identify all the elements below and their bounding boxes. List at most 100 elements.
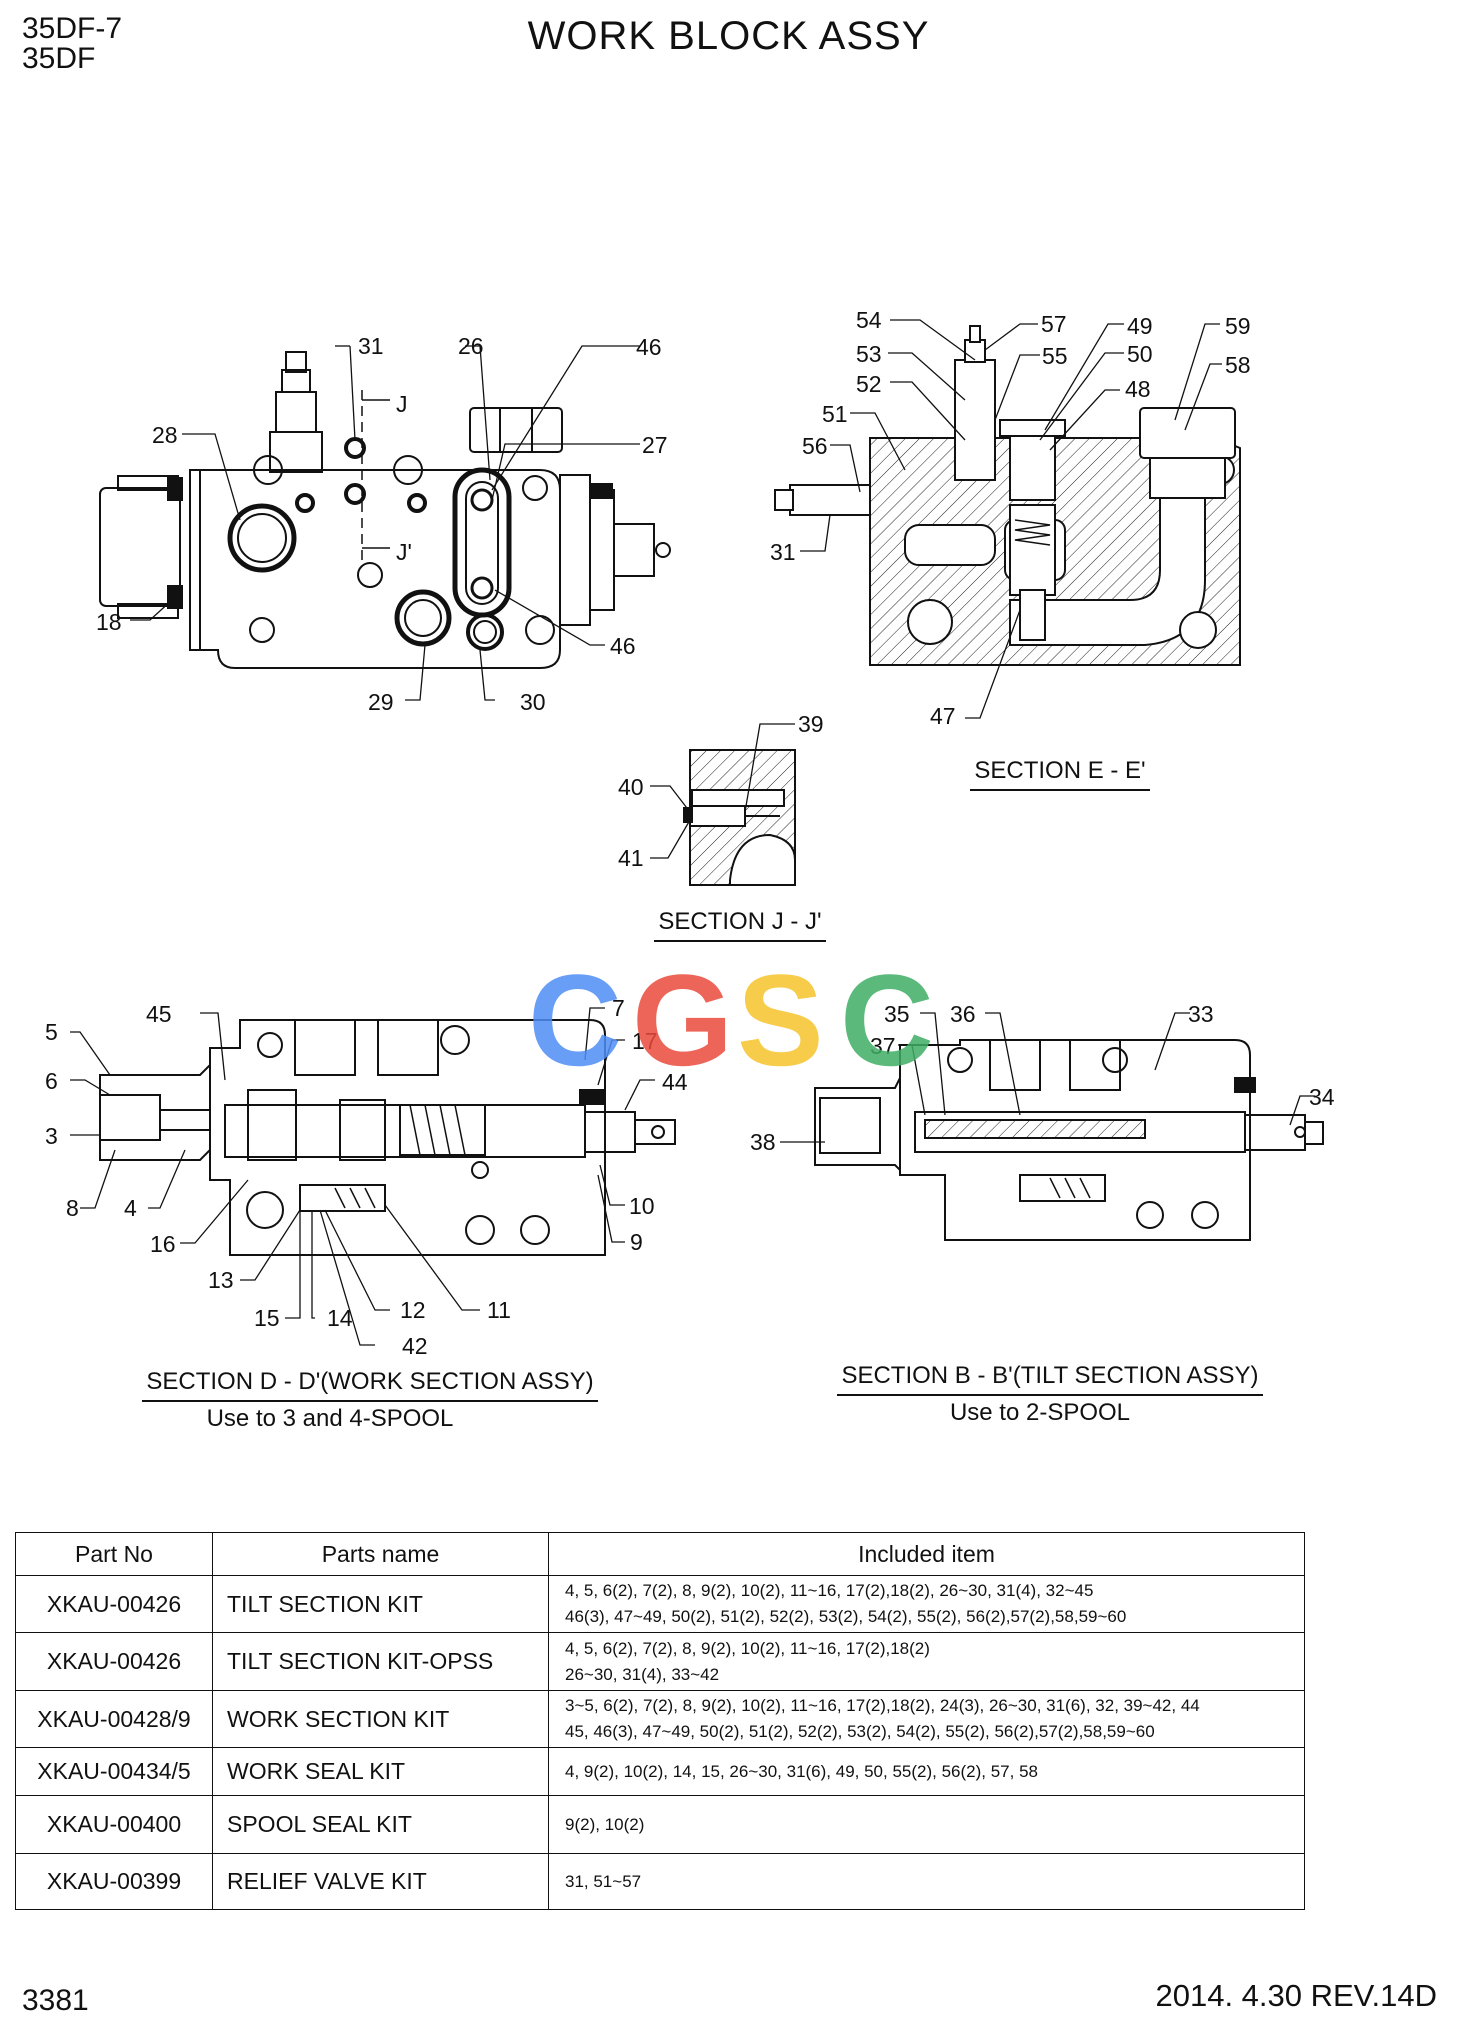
part-no-cell: XKAU-00428/9 bbox=[15, 1690, 213, 1748]
included-line: 26~30, 31(4), 33~42 bbox=[565, 1664, 720, 1684]
included-line: 31, 51~57 bbox=[565, 1871, 642, 1891]
table-row: XKAU-00426 TILT SECTION KIT-OPSS 4, 5, 6… bbox=[15, 1632, 1305, 1691]
callout-6: 6 bbox=[45, 1068, 58, 1094]
included-line: 45, 46(3), 47~49, 50(2), 51(2), 52(2), 5… bbox=[565, 1722, 1155, 1741]
callout-33: 33 bbox=[1188, 1001, 1214, 1027]
parts-name-cell: WORK SECTION KIT bbox=[212, 1690, 549, 1748]
callout-12: 12 bbox=[400, 1297, 426, 1323]
callout-3: 3 bbox=[45, 1123, 58, 1149]
parts-name-cell: TILT SECTION KIT-OPSS bbox=[212, 1632, 549, 1691]
model-label-1: 35DF-7 bbox=[22, 12, 123, 45]
callout-J-prime: J' bbox=[396, 539, 412, 565]
callout-41: 41 bbox=[618, 845, 644, 871]
callout-48: 48 bbox=[1125, 376, 1151, 402]
table-row: XKAU-00434/5 WORK SEAL KIT 4, 9(2), 10(2… bbox=[15, 1747, 1305, 1796]
included-line: 4, 5, 6(2), 7(2), 8, 9(2), 10(2), 11~16,… bbox=[565, 1581, 1094, 1600]
callout-55: 55 bbox=[1042, 343, 1068, 369]
callout-31e: 31 bbox=[770, 539, 796, 565]
callout-4: 4 bbox=[124, 1195, 137, 1221]
parts-name-cell: SPOOL SEAL KIT bbox=[212, 1795, 549, 1854]
callout-44: 44 bbox=[662, 1069, 688, 1095]
callout-51: 51 bbox=[822, 401, 848, 427]
callout-42: 42 bbox=[402, 1333, 428, 1359]
table-row: XKAU-00428/9 WORK SECTION KIT 3~5, 6(2),… bbox=[15, 1690, 1305, 1748]
callout-11: 11 bbox=[487, 1297, 511, 1323]
section-e-callouts: 54 57 49 59 53 55 50 58 52 48 51 56 31 4… bbox=[770, 307, 1251, 729]
callout-56: 56 bbox=[802, 433, 828, 459]
table-row: XKAU-00426 TILT SECTION KIT 4, 5, 6(2), … bbox=[15, 1575, 1305, 1633]
part-no-cell: XKAU-00400 bbox=[15, 1795, 213, 1854]
section-b-drawing bbox=[814, 1039, 1324, 1241]
included-line: 4, 9(2), 10(2), 14, 15, 26~30, 31(6), 49… bbox=[565, 1761, 1038, 1781]
callout-30: 30 bbox=[520, 689, 546, 715]
included-line: 46(3), 47~49, 50(2), 51(2), 52(2), 53(2)… bbox=[565, 1607, 1127, 1626]
section-j-callouts: 39 40 41 bbox=[618, 711, 824, 871]
included-item-cell: 31, 51~57 bbox=[548, 1853, 1305, 1910]
included-line: 4, 5, 6(2), 7(2), 8, 9(2), 10(2), 11~16,… bbox=[565, 1638, 930, 1658]
section-b-note: Use to 2-SPOOL bbox=[949, 1399, 1131, 1426]
watermark-letter-s: S bbox=[737, 947, 824, 1093]
callout-36: 36 bbox=[950, 1001, 976, 1027]
callout-26: 26 bbox=[458, 333, 484, 359]
section-d-leaders bbox=[70, 1007, 655, 1346]
section-e-leaders bbox=[800, 319, 1222, 719]
callout-46: 46 bbox=[636, 334, 662, 360]
part-no-cell: XKAU-00426 bbox=[15, 1575, 213, 1633]
callout-45: 45 bbox=[146, 1001, 172, 1027]
callout-34: 34 bbox=[1309, 1084, 1335, 1110]
callout-J: J bbox=[396, 391, 408, 417]
table-row: XKAU-00400 SPOOL SEAL KIT 9(2), 10(2) bbox=[15, 1795, 1305, 1854]
section-d-callouts: 45 7 5 17 6 44 3 10 8 4 9 16 13 12 11 15… bbox=[45, 995, 688, 1359]
callout-8: 8 bbox=[66, 1195, 79, 1221]
included-line: 3~5, 6(2), 7(2), 8, 9(2), 10(2), 11~16, … bbox=[565, 1696, 1200, 1715]
callout-50: 50 bbox=[1127, 341, 1153, 367]
front-view-callouts: 31 26 46 28 27 18 46 29 30 J J' bbox=[96, 333, 668, 715]
parts-name-cell: RELIEF VALVE KIT bbox=[212, 1853, 549, 1910]
callout-17: 17 bbox=[632, 1028, 658, 1054]
part-no-cell: XKAU-00434/5 bbox=[15, 1747, 213, 1796]
callout-9: 9 bbox=[630, 1229, 643, 1255]
callout-27: 27 bbox=[642, 432, 668, 458]
callout-35: 35 bbox=[884, 1001, 910, 1027]
watermark-letter-g: G bbox=[632, 947, 733, 1093]
section-d-note: Use to 3 and 4-SPOOL bbox=[206, 1405, 454, 1432]
section-j-caption: SECTION J - J' bbox=[610, 908, 870, 942]
included-item-cell: 4, 5, 6(2), 7(2), 8, 9(2), 10(2), 11~16,… bbox=[548, 1575, 1305, 1633]
section-d-caption: SECTION D - D'(WORK SECTION ASSY) bbox=[120, 1368, 620, 1402]
header-included-item: Included item bbox=[548, 1532, 1305, 1576]
callout-28: 28 bbox=[152, 422, 178, 448]
section-e-drawing bbox=[774, 325, 1241, 666]
included-item-cell: 9(2), 10(2) bbox=[548, 1795, 1305, 1854]
section-b-leaders bbox=[780, 1012, 1315, 1143]
callout-14: 14 bbox=[327, 1305, 353, 1331]
callout-38: 38 bbox=[750, 1129, 776, 1155]
callout-18: 18 bbox=[96, 609, 122, 635]
callout-29: 29 bbox=[368, 689, 394, 715]
model-label-2: 35DF bbox=[22, 42, 96, 75]
watermark-letter-c1: C bbox=[528, 947, 622, 1093]
section-j-leaders bbox=[650, 723, 795, 859]
callout-46b: 46 bbox=[610, 633, 636, 659]
part-no-cell: XKAU-00426 bbox=[15, 1632, 213, 1691]
front-view-leaders bbox=[130, 345, 640, 701]
part-no-cell: XKAU-00399 bbox=[15, 1853, 213, 1910]
cgsc-watermark-logo: C G S C bbox=[528, 947, 934, 1093]
page-title: WORK BLOCK ASSY bbox=[527, 14, 930, 58]
callout-7: 7 bbox=[612, 995, 625, 1021]
included-item-cell: 4, 9(2), 10(2), 14, 15, 26~30, 31(6), 49… bbox=[548, 1747, 1305, 1796]
included-item-cell: 4, 5, 6(2), 7(2), 8, 9(2), 10(2), 11~16,… bbox=[548, 1632, 1305, 1691]
parts-name-cell: WORK SEAL KIT bbox=[212, 1747, 549, 1796]
work-block-front-view bbox=[99, 351, 671, 669]
parts-name-cell: TILT SECTION KIT bbox=[212, 1575, 549, 1633]
callout-5: 5 bbox=[45, 1019, 58, 1045]
section-d-drawing bbox=[99, 1019, 676, 1256]
callout-58: 58 bbox=[1225, 352, 1251, 378]
included-item-cell: 3~5, 6(2), 7(2), 8, 9(2), 10(2), 11~16, … bbox=[548, 1690, 1305, 1748]
callout-10: 10 bbox=[629, 1193, 655, 1219]
included-line: 9(2), 10(2) bbox=[565, 1814, 645, 1834]
watermark-letter-c2: C bbox=[840, 947, 934, 1093]
callout-37: 37 bbox=[870, 1033, 896, 1059]
callout-16: 16 bbox=[150, 1231, 176, 1257]
callout-54: 54 bbox=[856, 307, 882, 333]
section-e-caption: SECTION E - E' bbox=[910, 757, 1210, 791]
